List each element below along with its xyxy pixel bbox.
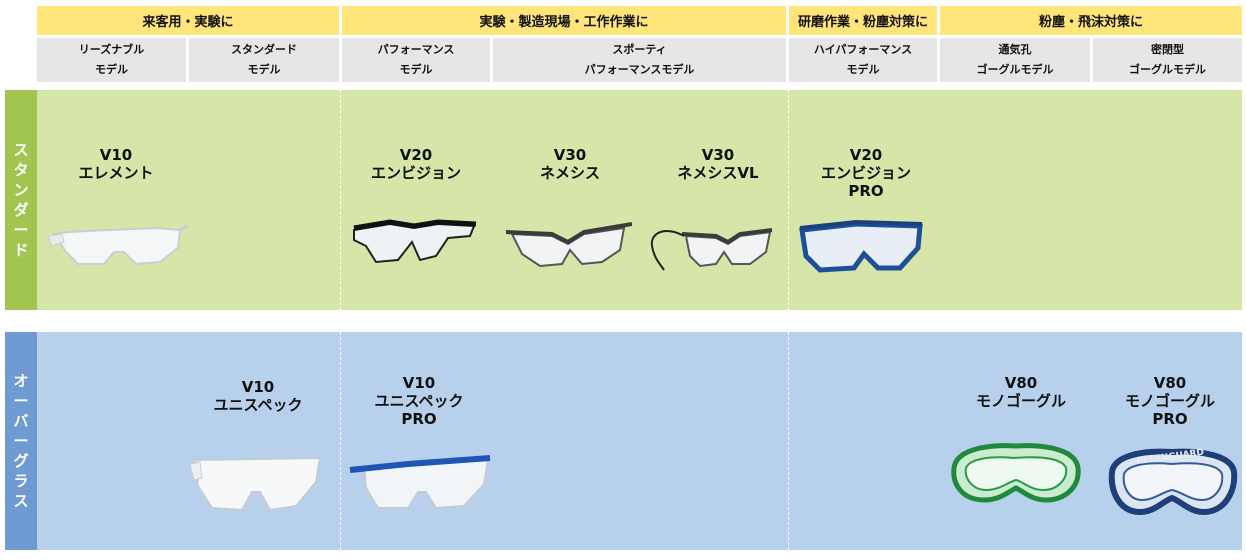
subcategory-line2: モデル (846, 63, 880, 76)
category-grinding-dust: 研磨作業・粉塵対策に (789, 6, 937, 35)
product-v20-envision-pro[interactable]: V20 エンビジョン PRO (806, 146, 926, 200)
v80-monogoggle-image (951, 443, 1081, 503)
v10-unispec-glasses-image (190, 456, 322, 512)
overglass-row-band (37, 332, 1242, 550)
subcategory-line2: モデル (247, 63, 281, 76)
subcategory-line1: リーズナブル (78, 43, 145, 56)
product-name: ユニスペック (374, 392, 464, 410)
product-v20-envision[interactable]: V20 エンビジョン (354, 146, 478, 182)
product-extra: PRO (1152, 410, 1188, 428)
v10-element-glasses-image (48, 224, 188, 266)
category-lab-factory: 実験・製造現場・工作作業に (342, 6, 786, 35)
product-name: モノゴーグル (975, 392, 1066, 410)
standard-row-band (37, 90, 1242, 310)
subcategory-line2: モデル (399, 63, 433, 76)
subcategory-performance: パフォーマンス モデル (342, 38, 490, 82)
subcategory-sporty: スポーティ パフォーマンスモデル (493, 38, 786, 82)
row-label-overglass: オ ー バ ー グ ラ ス (5, 332, 37, 550)
product-model: V30 (701, 146, 735, 164)
row-label-char: タ (13, 161, 29, 179)
subcategory-line2: パフォーマンスモデル (584, 63, 695, 76)
subcategory-vented-goggle: 通気孔 ゴーグルモデル (940, 38, 1090, 82)
product-name: ユニスペック (213, 396, 303, 414)
subcategory-line1: パフォーマンス (377, 43, 455, 56)
v80-monogoggle-pro-image: KLEENGUARD (1108, 448, 1238, 516)
product-name: ネメシスVL (677, 164, 759, 182)
v20-envision-pro-glasses-image (799, 219, 923, 273)
column-divider (340, 332, 341, 550)
subcategory-line2: ゴーグルモデル (976, 63, 1054, 76)
product-model: V80 (1153, 374, 1187, 392)
product-model: V10 (99, 146, 133, 164)
subcategory-line1: スタンダード (231, 43, 297, 56)
row-label-char: ン (13, 181, 29, 199)
subcategory-reasonable: リーズナブル モデル (37, 38, 186, 82)
column-divider (788, 332, 789, 550)
product-v10-unispec[interactable]: V10 ユニスペック (200, 378, 316, 414)
product-v80-monogoggle-pro[interactable]: V80 モノゴーグル PRO (1110, 374, 1230, 428)
row-label-char: ラ (13, 472, 29, 490)
row-label-char: バ (13, 412, 29, 430)
subcategory-line1: ハイパフォーマンス (813, 43, 913, 56)
product-v80-monogoggle[interactable]: V80 モノゴーグル (960, 374, 1082, 410)
product-extra: PRO (401, 410, 437, 428)
product-model: V20 (849, 146, 883, 164)
row-label-char: ド (13, 241, 29, 259)
product-name: エレメント (78, 164, 154, 182)
subcategory-high-performance: ハイパフォーマンス モデル (789, 38, 937, 82)
subcategory-line1: 密閉型 (1151, 43, 1184, 56)
row-label-char: ス (13, 141, 29, 159)
subcategory-sealed-goggle: 密閉型 ゴーグルモデル (1093, 38, 1242, 82)
product-extra: PRO (848, 182, 884, 200)
product-v10-unispec-pro[interactable]: V10 ユニスペック PRO (356, 374, 482, 428)
v20-envision-glasses-image (353, 219, 477, 264)
row-label-char: オ (13, 372, 29, 390)
column-divider (788, 90, 789, 310)
product-name: モノゴーグル (1124, 392, 1215, 410)
subcategory-line2: ゴーグルモデル (1129, 63, 1206, 76)
row-label-char: ス (13, 492, 29, 510)
product-v10-element[interactable]: V10 エレメント (56, 146, 176, 182)
v30-nemesis-glasses-image (506, 222, 632, 268)
subcategory-line1: スポーティ (612, 43, 667, 56)
subcategory-line1: 通気孔 (998, 43, 1032, 56)
v30-nemesis-vl-glasses-image (650, 228, 773, 271)
product-model: V80 (1004, 374, 1038, 392)
product-v30-nemesis-vl[interactable]: V30 ネメシスVL (658, 146, 778, 182)
row-label-char: ー (13, 392, 29, 410)
product-name: エンビジョン (820, 164, 911, 182)
row-label-char: ー (13, 221, 29, 239)
subcategory-standard: スタンダード モデル (189, 38, 339, 82)
product-name: ネメシス (539, 164, 600, 182)
subcategory-line2: モデル (95, 63, 128, 76)
row-label-char: ダ (13, 201, 29, 219)
row-label-standard: ス タ ン ダ ー ド (5, 90, 37, 310)
product-model: V10 (402, 374, 436, 392)
product-model: V10 (241, 378, 275, 396)
v10-unispec-pro-glasses-image (349, 455, 491, 510)
column-divider (340, 90, 341, 310)
product-v30-nemesis[interactable]: V30 ネメシス (510, 146, 630, 182)
product-model: V20 (399, 146, 433, 164)
row-label-char: グ (13, 452, 29, 470)
product-name: エンビジョン (370, 164, 461, 182)
product-model: V30 (553, 146, 587, 164)
row-label-char: ー (13, 432, 29, 450)
category-dust-splash: 粉塵・飛沫対策に (940, 6, 1242, 35)
category-guest-lab: 来客用・実験に (37, 6, 339, 35)
